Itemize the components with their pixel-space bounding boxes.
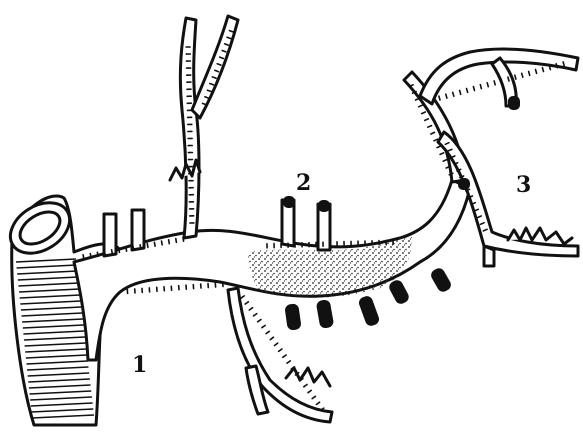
wall-tick <box>522 73 523 77</box>
wall-tick <box>275 343 278 345</box>
wall-tick <box>467 89 468 93</box>
wall-tick <box>241 296 244 298</box>
wall-tick <box>446 94 447 98</box>
wall-tick <box>480 85 481 89</box>
wall-tick <box>494 81 495 85</box>
wall-tick <box>90 254 91 258</box>
wall-tick <box>416 98 420 100</box>
wall-tick <box>308 390 311 392</box>
wall-tick <box>83 255 84 259</box>
wall-tick <box>453 92 454 96</box>
wall-tick <box>112 250 113 254</box>
wall-tick <box>169 240 170 244</box>
lower-branch <box>228 288 332 422</box>
wall-tick <box>536 70 537 74</box>
label-2: 2 <box>296 170 311 196</box>
wall-tick <box>312 396 315 398</box>
label-3: 3 <box>516 172 531 198</box>
wall-tick <box>162 241 163 245</box>
wall-tick <box>563 62 564 66</box>
wall-tick <box>419 105 423 107</box>
wall-tick <box>501 79 502 83</box>
wall-tick <box>440 153 444 155</box>
wall-tick <box>254 314 257 316</box>
wall-tick <box>183 237 184 241</box>
wall-tick <box>249 308 252 310</box>
wall-tick <box>515 75 516 79</box>
label-1: 1 <box>132 352 147 378</box>
main-branch <box>74 180 470 360</box>
wall-tick <box>176 239 177 243</box>
left-upward-branch <box>180 16 238 238</box>
wall-tick <box>140 245 141 249</box>
wall-tick <box>97 252 98 256</box>
wall-tick <box>542 68 543 72</box>
wall-tick <box>126 247 127 251</box>
wall-tick <box>437 146 441 148</box>
wall-tick <box>443 160 447 162</box>
wall-tick <box>487 83 488 87</box>
wall-tick <box>105 251 106 255</box>
wall-tick <box>147 244 148 248</box>
wall-tick <box>119 249 120 253</box>
wall-tick <box>549 66 550 70</box>
wall-tick <box>279 349 282 351</box>
wall-tick <box>283 355 286 357</box>
wall-tick <box>434 139 438 141</box>
wall-tick <box>428 126 432 128</box>
wall-tick <box>460 90 461 94</box>
wall-tick <box>258 320 261 322</box>
wall-tick <box>316 402 319 404</box>
wall-tick <box>529 71 530 75</box>
wall-tick <box>262 325 265 327</box>
wall-tick <box>287 361 290 363</box>
wall-tick <box>422 112 426 114</box>
wall-tick <box>439 96 440 100</box>
wall-tick <box>245 302 248 304</box>
wall-tick <box>508 77 509 81</box>
wall-tick <box>425 119 429 121</box>
wall-tick <box>304 385 307 387</box>
wall-tick <box>270 337 273 339</box>
wall-tick <box>154 242 155 246</box>
wall-tick <box>431 132 435 134</box>
wall-tick <box>473 87 474 91</box>
wall-tick <box>133 246 134 250</box>
wall-tick <box>266 331 269 333</box>
wall-tick <box>556 64 557 68</box>
